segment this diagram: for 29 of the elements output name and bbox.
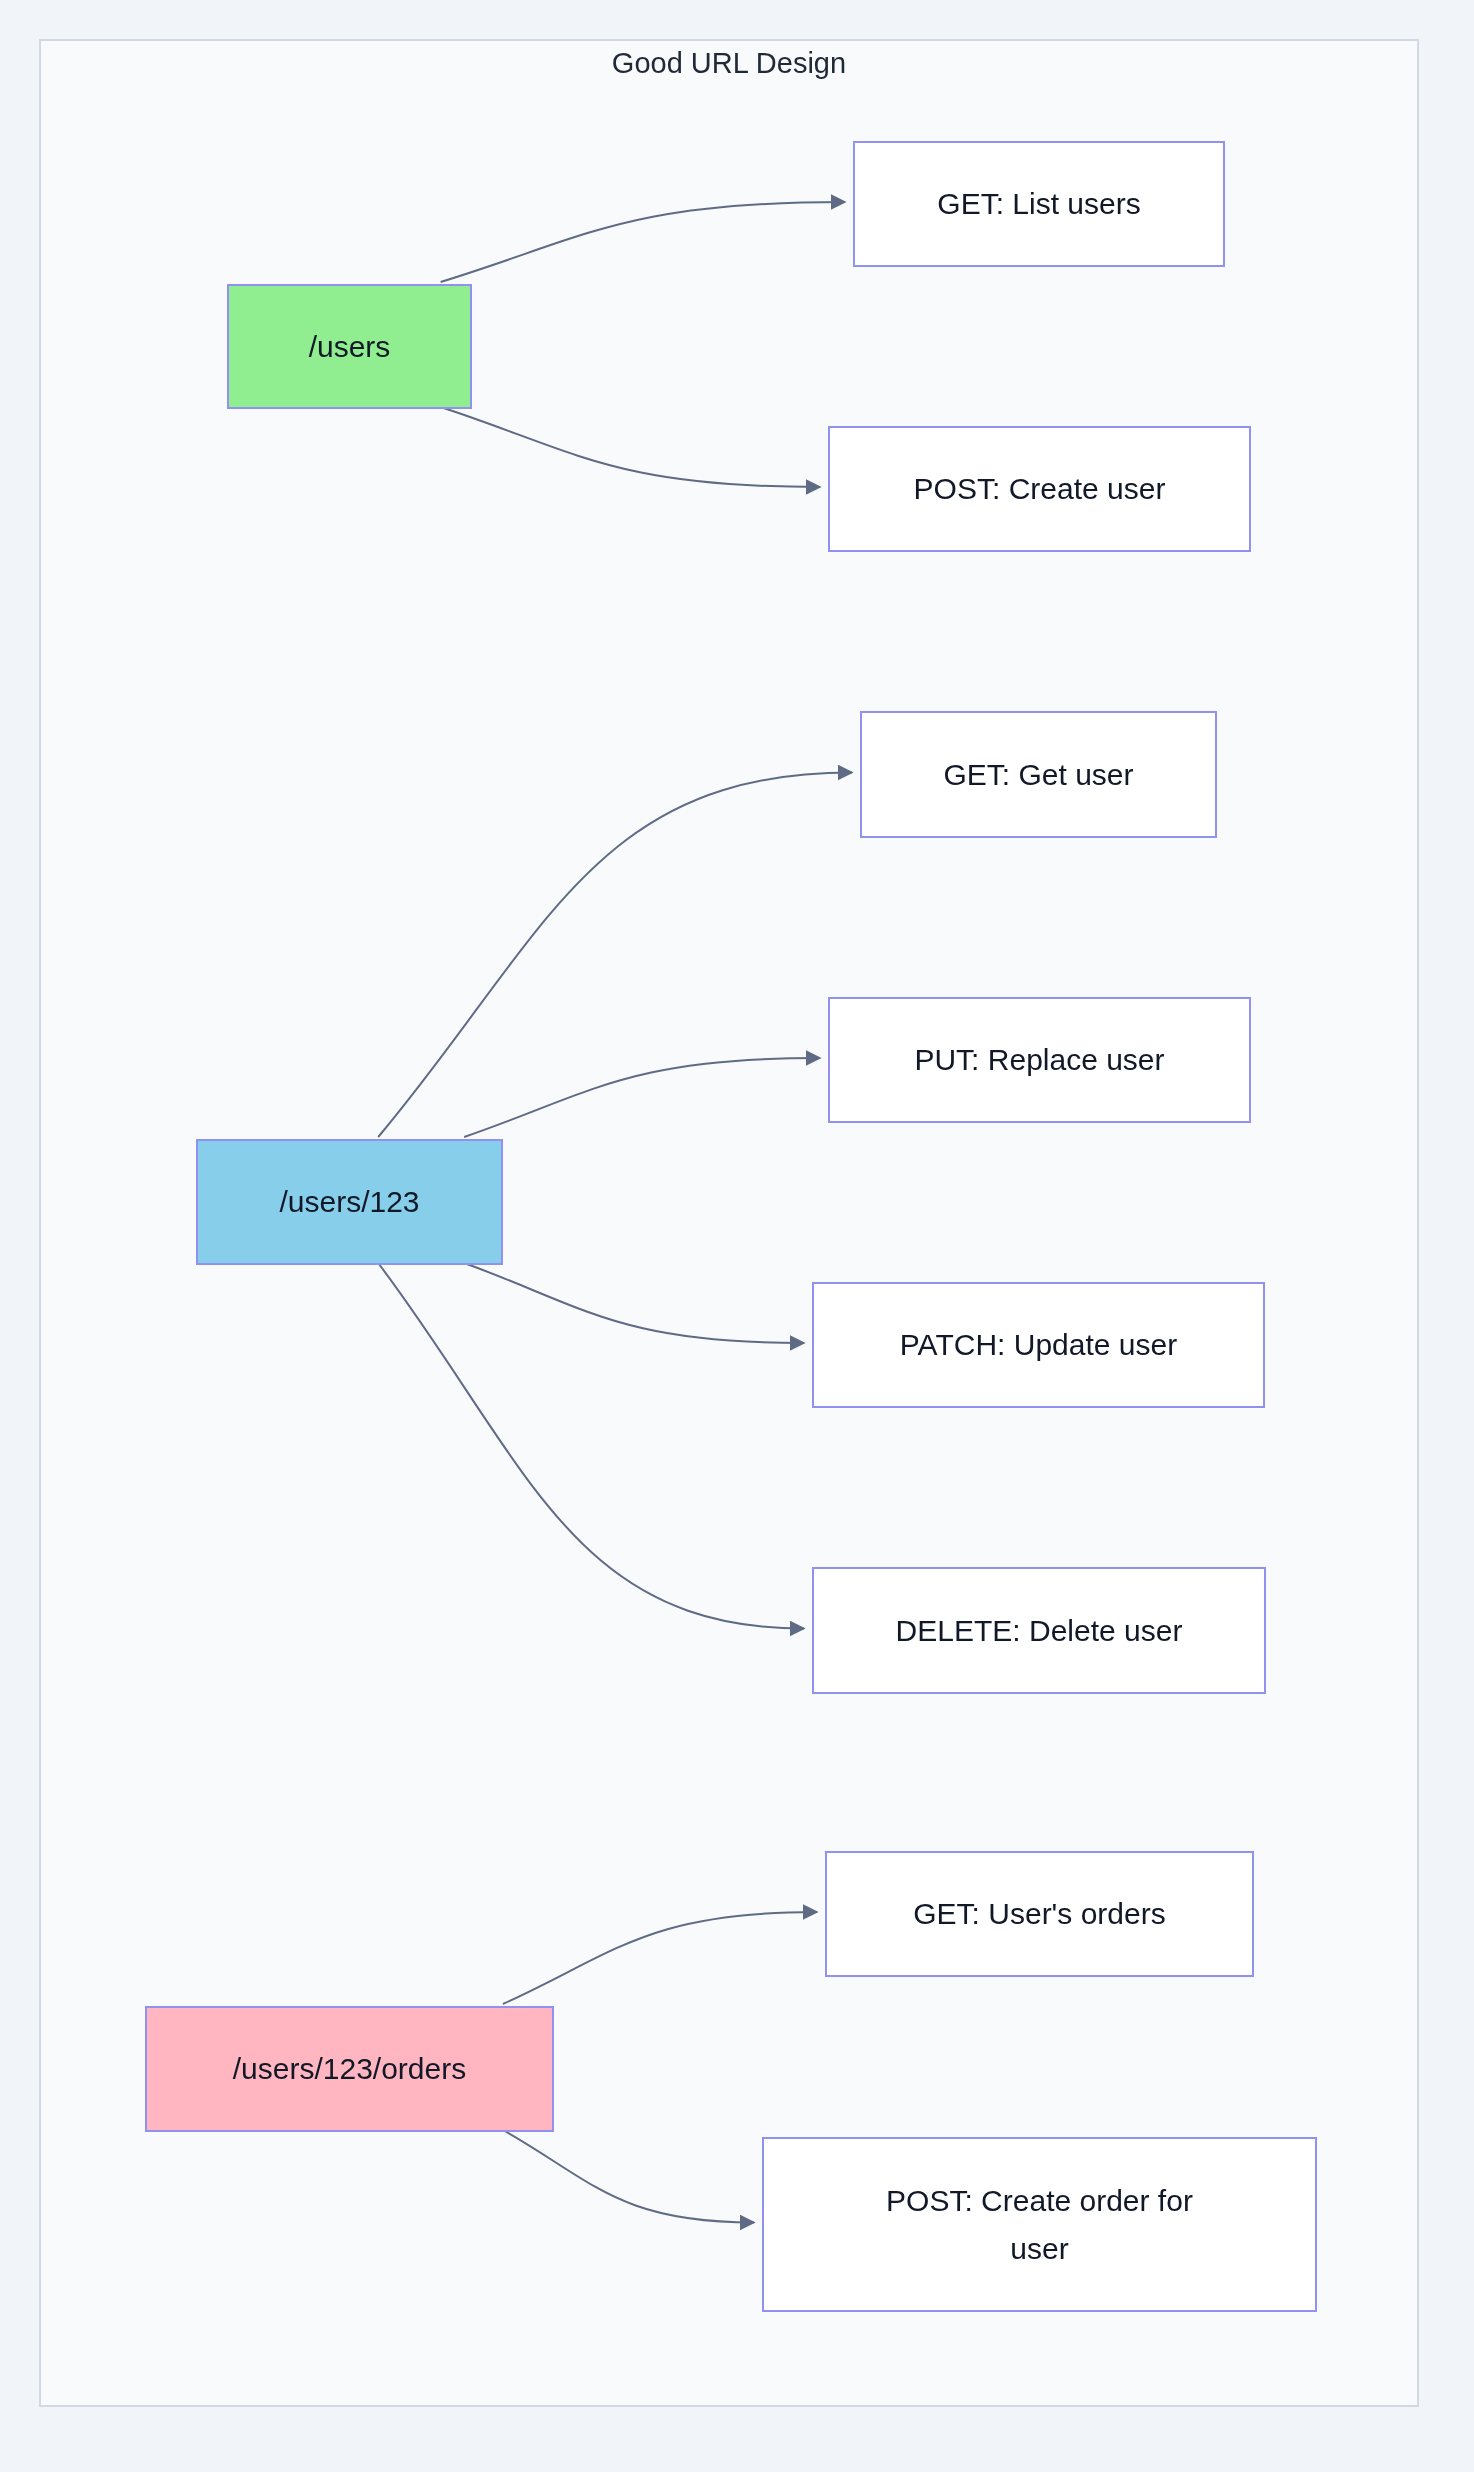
resource-box <box>145 2006 554 2132</box>
box-label: GET: Get user <box>943 756 1134 793</box>
box-label: PUT: Replace user <box>914 1042 1165 1078</box>
arrow <box>377 765 854 1138</box>
box-label: /users/123/orders <box>232 2051 467 2087</box>
box-label: /users <box>308 328 391 365</box>
box-label: DELETE: Delete user <box>895 1612 1183 1649</box>
method-box <box>860 711 1217 838</box>
group-label: Good URL Design <box>611 47 847 80</box>
group-container <box>39 39 1419 2407</box>
arrow <box>501 1904 819 2005</box>
method-box <box>828 997 1251 1123</box>
method-box <box>825 1851 1254 1977</box>
box-label: GET: List users <box>937 186 1141 222</box>
box-label: GET: User's orders <box>913 1896 1166 1932</box>
box-label: POST: Create order for user <box>885 2182 1194 2267</box>
method-box <box>853 141 1225 267</box>
method-box <box>762 2137 1317 2312</box>
box-label: /users/123 <box>279 1184 420 1220</box>
method-box <box>812 1567 1266 1694</box>
box-label: PATCH: Update user <box>899 1327 1178 1363</box>
resource-box <box>196 1139 503 1265</box>
method-box <box>828 426 1251 552</box>
arrow <box>439 194 847 283</box>
arrow <box>377 1262 806 1636</box>
arrow <box>463 1050 822 1138</box>
box-label: POST: Create user <box>913 471 1166 507</box>
method-box <box>812 1282 1265 1408</box>
resource-box <box>227 284 472 409</box>
